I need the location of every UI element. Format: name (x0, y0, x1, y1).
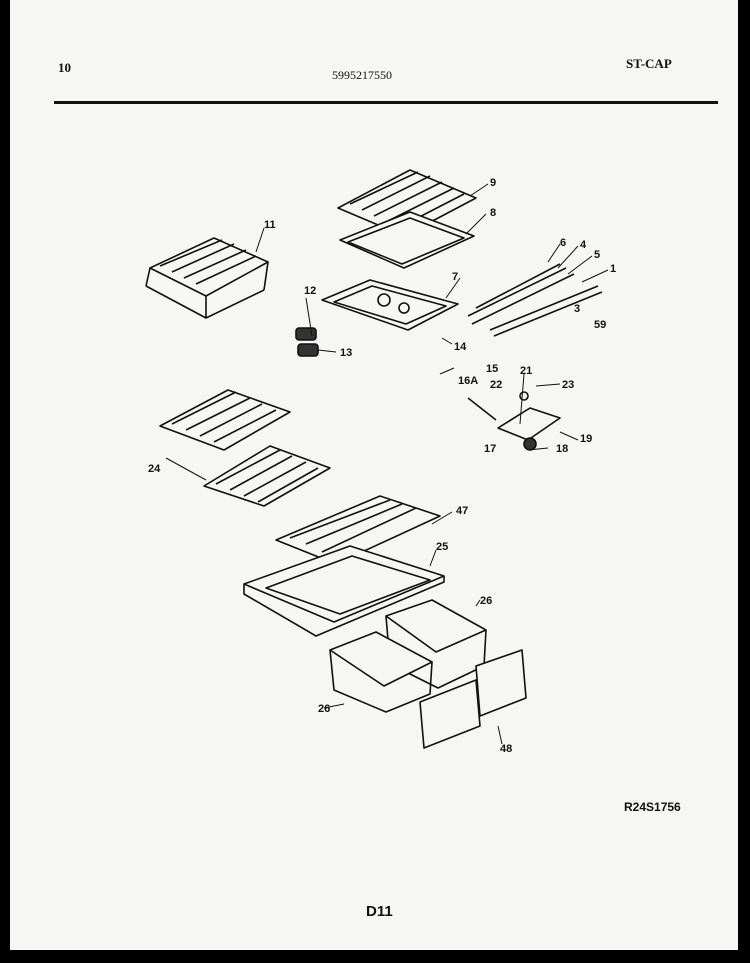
callout-26: 26 (318, 703, 330, 715)
part-11-wire-rack (145, 237, 269, 319)
callout-16A: 16A (458, 375, 478, 387)
part-8-glass-shelf (339, 211, 475, 269)
part-17-bracket (467, 391, 561, 451)
callout-48: 48 (500, 743, 512, 755)
part-12-13-clips (295, 327, 319, 357)
callout-25: 25 (436, 541, 448, 553)
callout-23: 23 (562, 379, 574, 391)
callout-19: 19 (580, 433, 592, 445)
callout-8: 8 (490, 207, 496, 219)
callout-17: 17 (484, 443, 496, 455)
callout-24: 24 (148, 463, 161, 475)
part-7-shelf-frame (321, 279, 459, 331)
part-number: 5995217550 (332, 68, 392, 82)
callout-13: 13 (340, 347, 352, 359)
page-number: 10 (58, 60, 71, 75)
callout-4: 4 (580, 239, 587, 251)
callout-11: 11 (264, 219, 276, 231)
part-47-crisper-cover (275, 495, 441, 565)
callout-12: 12 (304, 285, 316, 297)
callout-7: 7 (452, 271, 458, 283)
part-25-crisper-frame (243, 545, 445, 637)
callout-26: 26 (480, 595, 492, 607)
callout-5: 5 (594, 249, 600, 261)
callout-6: 6 (560, 237, 566, 249)
callout-1: 1 (610, 263, 616, 275)
part-6-4-5-1-rails (467, 263, 603, 337)
part-48-drawer-fronts (419, 649, 527, 749)
callout-18: 18 (556, 443, 568, 455)
header-rule (54, 101, 718, 104)
parts-diagram-sheet: 10 5995217550 ST-CAP R24S1756 D11 (10, 0, 738, 950)
leader-lines (165, 183, 609, 745)
part-24-wire-shelves (159, 389, 331, 507)
callout-14: 14 (454, 341, 467, 353)
callout-21: 21 (520, 365, 532, 377)
callout-9: 9 (490, 177, 496, 189)
drawing-reference: R24S1756 (624, 800, 681, 814)
model-code: ST-CAP (626, 56, 672, 71)
callout-15: 15 (486, 363, 498, 375)
section-code: D11 (366, 903, 393, 920)
part-26-crisper-drawers (329, 599, 487, 713)
callout-22: 22 (490, 379, 502, 391)
callout-59: 59 (594, 319, 606, 331)
callout-3: 3 (574, 303, 580, 315)
callout-47: 47 (456, 505, 468, 517)
callout-numbers: 9 8 11 6 45 7 1 12 3 59 13 14 15 21 16A 22 23 17 18 19 24 47 2… (148, 177, 616, 755)
